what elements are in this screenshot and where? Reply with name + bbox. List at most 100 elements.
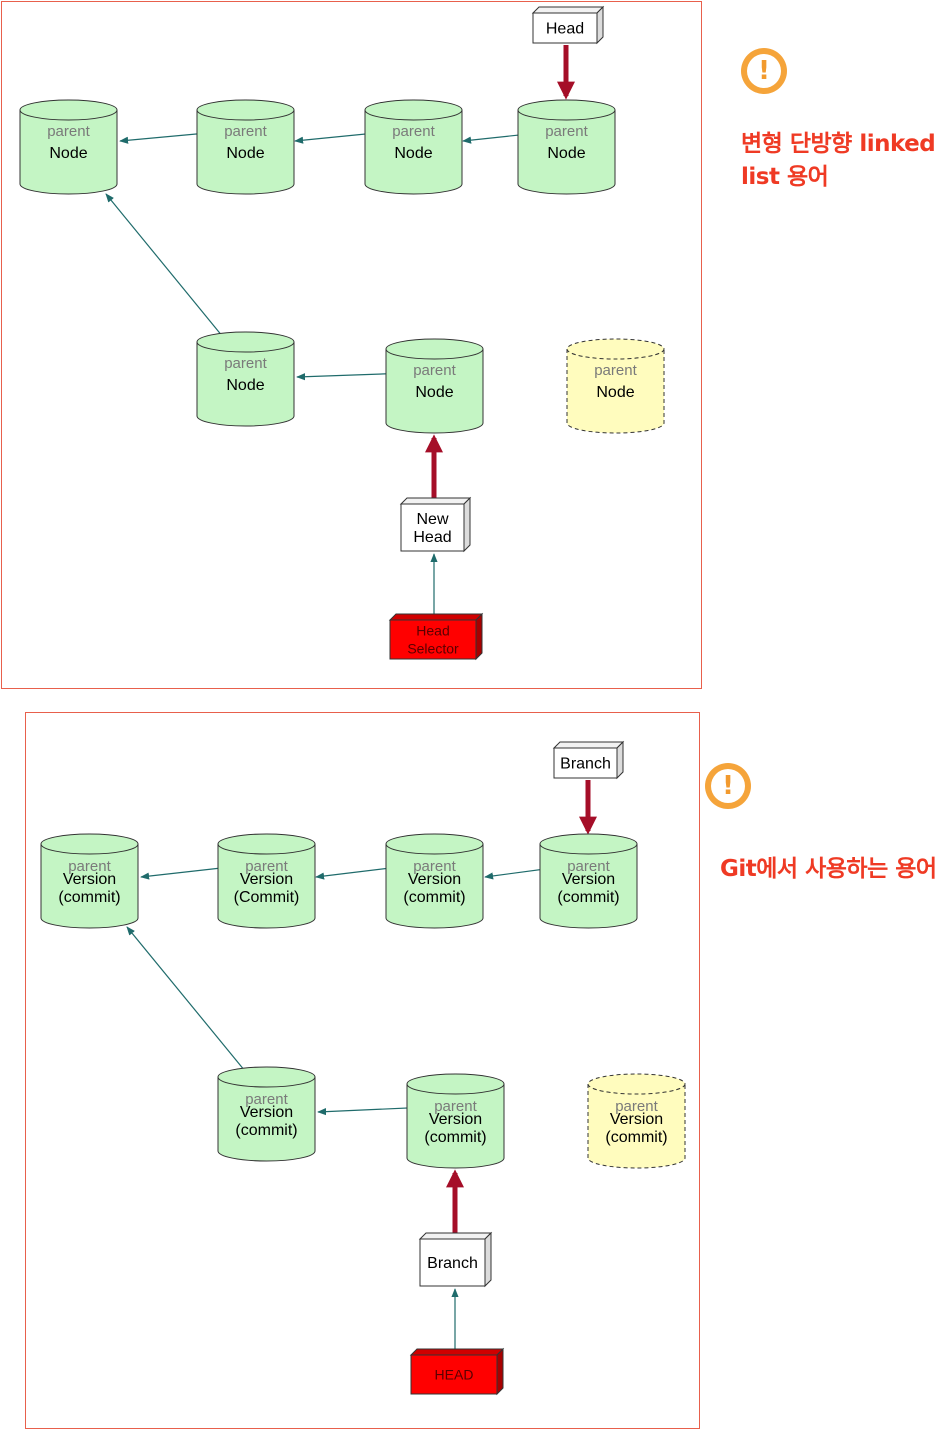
node-parent-label: parent — [594, 362, 637, 379]
node-body — [217, 1077, 316, 1162]
node-top — [196, 331, 295, 353]
node-label: Node — [226, 377, 264, 394]
node-parent-label: parent — [615, 1098, 658, 1115]
box-side-face — [475, 612, 483, 661]
node-body — [196, 110, 295, 195]
top-note-line-2: list 용어 — [741, 164, 829, 190]
node-top — [406, 1073, 505, 1095]
node-body — [217, 844, 316, 929]
node-label: (commit) — [403, 889, 465, 906]
box-label: Branch — [427, 1255, 478, 1272]
bottom-note-line-1: Git에서 사용하는 용어 — [720, 856, 937, 882]
node-body — [385, 844, 484, 929]
node-label: Node — [596, 384, 634, 401]
node-label: (commit) — [557, 889, 619, 906]
box-label: Head — [416, 622, 449, 638]
box-front-face — [419, 1238, 486, 1287]
shape-layer: parentNodeparentNodeparentNodeparentNode… — [19, 5, 686, 1396]
box-label: Head — [546, 21, 584, 38]
node-label: Node — [226, 145, 264, 162]
node-label: Version — [429, 1111, 482, 1128]
node-top — [385, 338, 484, 360]
node-body — [587, 1084, 686, 1169]
node-label: Node — [415, 384, 453, 401]
node-label: Version — [63, 871, 116, 888]
node-top — [587, 1073, 686, 1095]
node-parent-label: parent — [434, 1098, 477, 1115]
node-label: Version — [240, 1104, 293, 1121]
pointer-box-bb2: Branch — [418, 1231, 493, 1288]
node-top — [517, 99, 616, 121]
node-body — [566, 349, 665, 434]
node-body — [406, 1084, 505, 1169]
node-body — [196, 342, 295, 427]
box-side-face — [596, 5, 604, 45]
box-label: Head — [413, 529, 451, 546]
node-label: Version — [610, 1111, 663, 1128]
node-parent-label: parent — [68, 858, 111, 875]
node-label: Node — [394, 145, 432, 162]
box-top-face — [418, 1232, 493, 1240]
box-top-face — [399, 497, 472, 505]
bottom-diagram-frame — [25, 712, 700, 1429]
top-note-line-1: 변형 단방향 linked — [741, 131, 936, 157]
node-top — [217, 833, 316, 855]
node-body — [40, 844, 139, 929]
box-front-face — [410, 1354, 498, 1395]
node-top — [364, 99, 463, 121]
node-parent-label: parent — [567, 858, 610, 875]
box-front-face — [389, 619, 477, 660]
node-label: Version — [562, 871, 615, 888]
node-body — [385, 349, 484, 434]
node-parent-label: parent — [47, 123, 90, 140]
pointer-box-bb1: Branch — [552, 740, 625, 780]
edge-layer — [105, 45, 597, 1352]
box-top-face — [409, 1348, 505, 1356]
node-top — [385, 833, 484, 855]
node-body — [19, 110, 118, 195]
box-label: Selector — [407, 640, 459, 656]
node-label: (commit) — [58, 889, 120, 906]
box-top-face — [388, 613, 484, 621]
node-label: (commit) — [605, 1129, 667, 1146]
box-front-face — [532, 12, 598, 44]
node-parent-label: parent — [413, 858, 456, 875]
node-top — [217, 1066, 316, 1088]
node-top — [539, 833, 638, 855]
bottom-note: Git에서 사용하는 용어 — [720, 853, 937, 886]
node-parent-label: parent — [224, 355, 267, 372]
box-label: New — [416, 511, 448, 528]
box-top-face — [552, 741, 625, 749]
node-label: Node — [49, 145, 87, 162]
node-label: (commit) — [235, 1122, 297, 1139]
node-label: (commit) — [424, 1129, 486, 1146]
node-parent-label: parent — [545, 123, 588, 140]
parent-link-arrow-3 — [105, 193, 233, 349]
top-note: 변형 단방향 linked list 용어 — [741, 128, 936, 194]
box-front-face — [400, 503, 465, 552]
box-side-face — [616, 740, 624, 780]
node-parent-label: parent — [413, 362, 456, 379]
box-side-face — [484, 1231, 492, 1288]
node-top — [19, 99, 118, 121]
node-parent-label: parent — [392, 123, 435, 140]
box-label: Branch — [560, 756, 611, 773]
node-body — [539, 844, 638, 929]
box-label: HEAD — [435, 1366, 474, 1382]
node-top — [40, 833, 139, 855]
node-top — [196, 99, 295, 121]
